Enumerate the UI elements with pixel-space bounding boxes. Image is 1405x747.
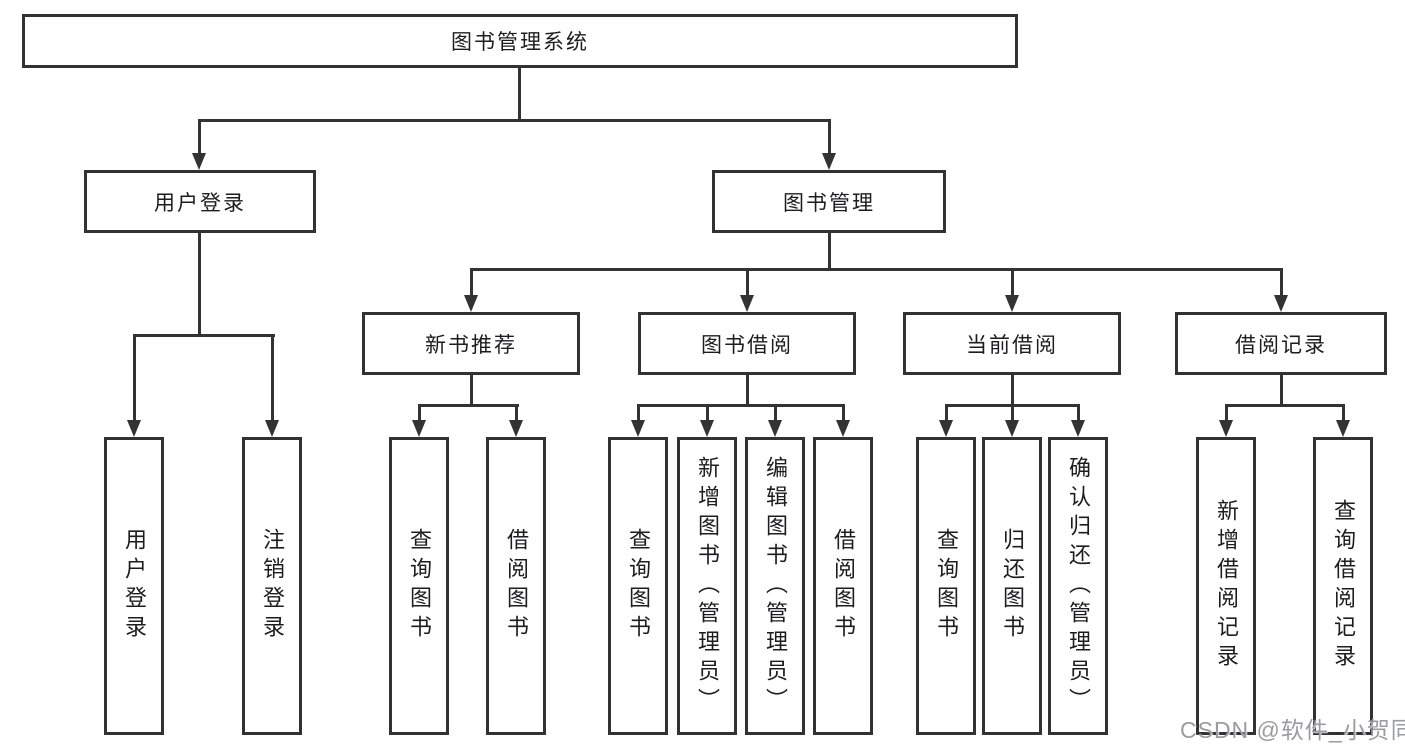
connector-line — [842, 404, 845, 424]
arrow-down-icon — [412, 420, 426, 437]
node-leaf-add-borrow-record: 新增借阅记录 — [1196, 437, 1256, 735]
connector-line — [515, 404, 518, 424]
node-leaf-recommend-query-book: 查询图书 — [389, 437, 449, 735]
node-new-book-recommend: 新书推荐 — [362, 312, 580, 375]
connector-line — [945, 404, 948, 424]
connector-line — [774, 404, 777, 424]
node-leaf-add-book-admin: 新增图书（管理员） — [677, 437, 737, 735]
arrow-down-icon — [1336, 420, 1350, 437]
node-leaf-borrow-book: 借阅图书 — [813, 437, 873, 735]
connector-line — [1077, 404, 1080, 424]
connector-line — [518, 68, 521, 121]
connector-line — [637, 404, 845, 407]
arrow-down-icon — [127, 420, 141, 437]
connector-line — [133, 334, 275, 337]
connector-line — [418, 404, 519, 407]
arrow-down-icon — [822, 153, 836, 170]
node-current-borrow: 当前借阅 — [903, 312, 1121, 375]
arrow-down-icon — [1071, 420, 1085, 437]
connector-line — [470, 375, 473, 407]
arrow-down-icon — [740, 295, 754, 312]
csdn-watermark: CSDN @软件_小贺同学 — [1180, 717, 1405, 743]
connector-line — [198, 119, 831, 122]
arrow-down-icon — [768, 420, 782, 437]
connector-line — [1225, 404, 1345, 407]
arrow-down-icon — [1005, 420, 1019, 437]
node-leaf-confirm-return-admin: 确认归还（管理员） — [1048, 437, 1108, 735]
node-leaf-logout: 注销登录 — [242, 437, 302, 735]
node-leaf-edit-book-admin: 编辑图书（管理员） — [745, 437, 805, 735]
connector-line — [1011, 404, 1014, 424]
arrow-down-icon — [265, 420, 279, 437]
connector-line — [706, 404, 709, 424]
arrow-down-icon — [939, 420, 953, 437]
arrow-down-icon — [631, 420, 645, 437]
node-user-login: 用户登录 — [84, 170, 316, 233]
connector-line — [470, 268, 473, 300]
arrow-down-icon — [1005, 295, 1019, 312]
node-leaf-user-login: 用户登录 — [104, 437, 164, 735]
connector-line — [1011, 375, 1014, 407]
connector-line — [418, 404, 421, 424]
node-leaf-borrow-query-book: 查询图书 — [608, 437, 668, 735]
node-borrow-record: 借阅记录 — [1175, 312, 1387, 375]
node-book-borrow: 图书借阅 — [638, 312, 856, 375]
node-leaf-recommend-borrow-book: 借阅图书 — [486, 437, 546, 735]
connector-line — [271, 334, 274, 424]
connector-line — [198, 119, 201, 159]
arrow-down-icon — [836, 420, 850, 437]
connector-line — [470, 268, 1283, 271]
arrow-down-icon — [192, 153, 206, 170]
connector-line — [1280, 375, 1283, 407]
node-root: 图书管理系统 — [22, 14, 1018, 68]
arrow-down-icon — [509, 420, 523, 437]
arrow-down-icon — [464, 295, 478, 312]
node-book-management: 图书管理 — [712, 170, 946, 233]
connector-line — [828, 233, 831, 270]
connector-line — [1225, 404, 1228, 424]
connector-line — [1011, 268, 1014, 300]
arrow-down-icon — [1219, 420, 1233, 437]
connector-line — [133, 334, 136, 424]
connector-line — [828, 119, 831, 159]
node-leaf-query-borrow-record: 查询借阅记录 — [1313, 437, 1373, 735]
connector-line — [198, 233, 201, 337]
connector-line — [1280, 268, 1283, 300]
connector-line — [637, 404, 640, 424]
arrow-down-icon — [700, 420, 714, 437]
node-leaf-current-query-book: 查询图书 — [916, 437, 976, 735]
connector-line — [1342, 404, 1345, 424]
arrow-down-icon — [1274, 295, 1288, 312]
node-leaf-return-book: 归还图书 — [982, 437, 1042, 735]
connector-line — [746, 375, 749, 407]
connector-line — [746, 268, 749, 300]
